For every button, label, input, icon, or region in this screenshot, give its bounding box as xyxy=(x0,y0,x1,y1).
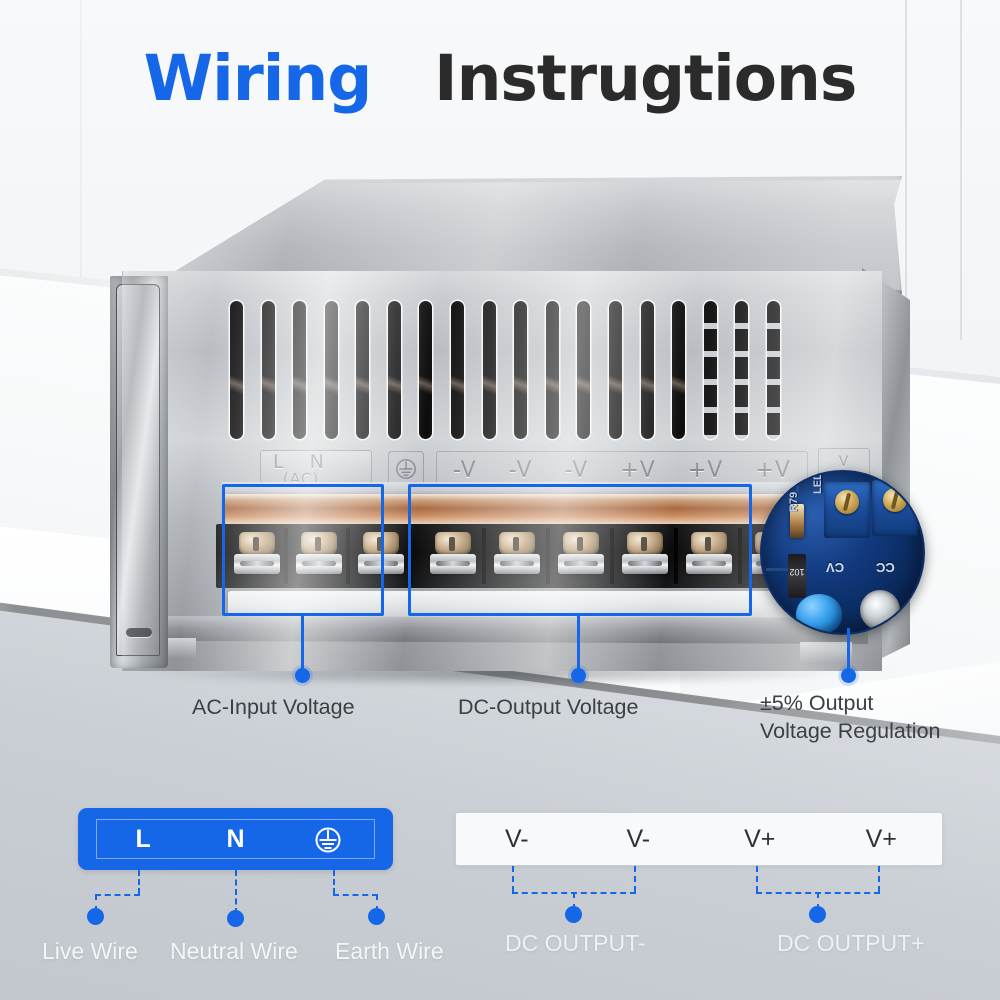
leader-line-voltage-regulation xyxy=(847,628,850,672)
earth-ground-icon xyxy=(315,827,341,853)
legend-dc-cell-v-plus-1: V+ xyxy=(744,824,776,853)
legend-ac-cell-earth xyxy=(282,824,374,853)
leader-line-dc-output xyxy=(577,616,580,672)
legend-label-neutral-wire: Neutral Wire xyxy=(170,938,298,964)
legend-label-earth-wire: Earth Wire xyxy=(335,938,444,964)
pcb-potentiometer-cv[interactable] xyxy=(824,482,870,538)
dash-line-dc-neg-left xyxy=(512,866,514,892)
wall-seam-far-right xyxy=(960,0,962,340)
vent-slot xyxy=(387,301,401,439)
leader-dot-dc-output xyxy=(571,668,586,683)
callout-ac-input-label: AC-Input Voltage xyxy=(192,695,355,719)
legend-ac-cell-l: L xyxy=(135,824,151,853)
pcb-pot-knob-cc[interactable] xyxy=(883,488,907,512)
pcb-potentiometer-cc[interactable] xyxy=(872,480,918,536)
earth-ground-icon xyxy=(396,459,416,479)
wall-seam-right xyxy=(905,0,907,300)
callout-voltage-regulation-line1: ±5% Output xyxy=(760,691,874,715)
pcb-label-cc: CC xyxy=(876,560,895,575)
dash-line-dc-neg-right xyxy=(634,866,636,892)
emboss-dc-label: -V xyxy=(508,457,533,483)
pcb-magnifier-inset: 102 LED1 R79 CV CC xyxy=(760,470,925,635)
emboss-dc-label: +V xyxy=(687,457,724,483)
dash-dot-earth-wire xyxy=(368,908,385,925)
vent-slot xyxy=(514,301,528,439)
vent-slot xyxy=(545,301,559,439)
legend-ac-box: L N xyxy=(78,808,393,870)
dash-dot-live-wire xyxy=(87,908,104,925)
pcb-blue-capacitor xyxy=(796,594,842,633)
vent-slot xyxy=(261,301,275,439)
legend-dc-cell-v-minus-1: V- xyxy=(504,824,529,853)
emboss-dc-label: +V xyxy=(620,457,656,483)
dash-line-dc-neg-down xyxy=(573,892,575,910)
highlight-ac-input-terminals xyxy=(222,484,384,616)
page-title-word-dark: Instrugtions xyxy=(434,42,857,115)
dash-line-live-horizontal xyxy=(95,894,140,896)
legend-label-dc-output-positive: DC OUTPUT+ xyxy=(777,930,925,956)
vent-slot xyxy=(577,301,591,439)
dash-line-earth-top xyxy=(333,870,335,894)
dash-line-dc-pos-left xyxy=(756,866,758,892)
legend-dc-box: V- V- V+ V+ xyxy=(455,812,943,866)
vent-slot xyxy=(608,301,622,439)
vent-slot xyxy=(293,301,307,439)
vent-slot-segmented xyxy=(735,301,749,439)
vent-slot xyxy=(356,301,370,439)
dash-line-dc-pos-right xyxy=(878,866,880,892)
pcb-led1-label: LED1 xyxy=(812,470,824,494)
callout-dc-output-label: DC-Output Voltage xyxy=(458,695,639,719)
dash-dot-dc-output-positive xyxy=(809,906,826,923)
wall-seam-left xyxy=(80,0,82,360)
vent-slot xyxy=(324,301,338,439)
dash-line-dc-pos-down xyxy=(817,892,819,910)
psu-mounting-slot xyxy=(126,628,152,637)
pcb-resistor-ref-label: R79 xyxy=(788,491,800,512)
leader-dot-voltage-regulation xyxy=(841,668,856,683)
legend-dc-cell-v-plus-2: V+ xyxy=(865,824,897,853)
vent-slot-segmented xyxy=(766,301,780,439)
pcb-resistor: 102 xyxy=(788,554,806,598)
pcb-led1 xyxy=(790,504,804,538)
dash-line-live-down xyxy=(95,894,97,912)
dash-line-live-top xyxy=(138,870,140,894)
vent-slot xyxy=(672,301,686,439)
vent-slot xyxy=(482,301,496,439)
pcb-mounting-screw xyxy=(860,590,900,630)
legend-label-dc-output-negative: DC OUTPUT- xyxy=(505,930,646,956)
pcb-pot-knob-cv[interactable] xyxy=(835,490,859,514)
dash-line-neutral xyxy=(235,870,237,914)
psu-mounting-bracket-face xyxy=(116,284,160,656)
vent-slot-segmented xyxy=(703,301,717,439)
page-title-word-blue: Wiring xyxy=(143,42,373,115)
dash-line-earth-horizontal xyxy=(333,894,378,896)
emboss-dc-label: +V xyxy=(755,457,791,483)
psu-foot-right xyxy=(800,642,852,664)
callout-voltage-regulation-line2: Voltage Regulation xyxy=(760,719,941,743)
psu-vent-grille xyxy=(230,301,780,439)
pcb-resistor-value: 102 xyxy=(789,567,805,577)
legend-dc-cell-v-minus-2: V- xyxy=(626,824,651,853)
leader-line-ac-input xyxy=(301,616,304,672)
legend-ac-inner-frame: L N xyxy=(96,819,375,859)
emboss-dc-label: -V xyxy=(453,457,477,483)
psu-base-rail xyxy=(128,616,868,644)
highlight-dc-output-terminals xyxy=(408,484,752,616)
dash-dot-neutral-wire xyxy=(227,910,244,927)
emboss-vadj-line1: V xyxy=(838,454,850,470)
emboss-dc-label: -V xyxy=(564,457,589,483)
pcb-label-cv: CV xyxy=(826,560,845,575)
page-title: Wiring Instrugtions xyxy=(0,42,1000,115)
leader-dot-ac-input xyxy=(295,668,310,683)
vent-slot xyxy=(419,301,433,439)
vent-slot xyxy=(640,301,654,439)
dash-line-earth-down xyxy=(376,894,378,912)
legend-ac-cell-n: N xyxy=(226,824,245,853)
vent-slot xyxy=(451,301,465,439)
dash-dot-dc-output-negative xyxy=(565,906,582,923)
legend-label-live-wire: Live Wire xyxy=(42,938,138,964)
vent-slot xyxy=(230,301,243,439)
